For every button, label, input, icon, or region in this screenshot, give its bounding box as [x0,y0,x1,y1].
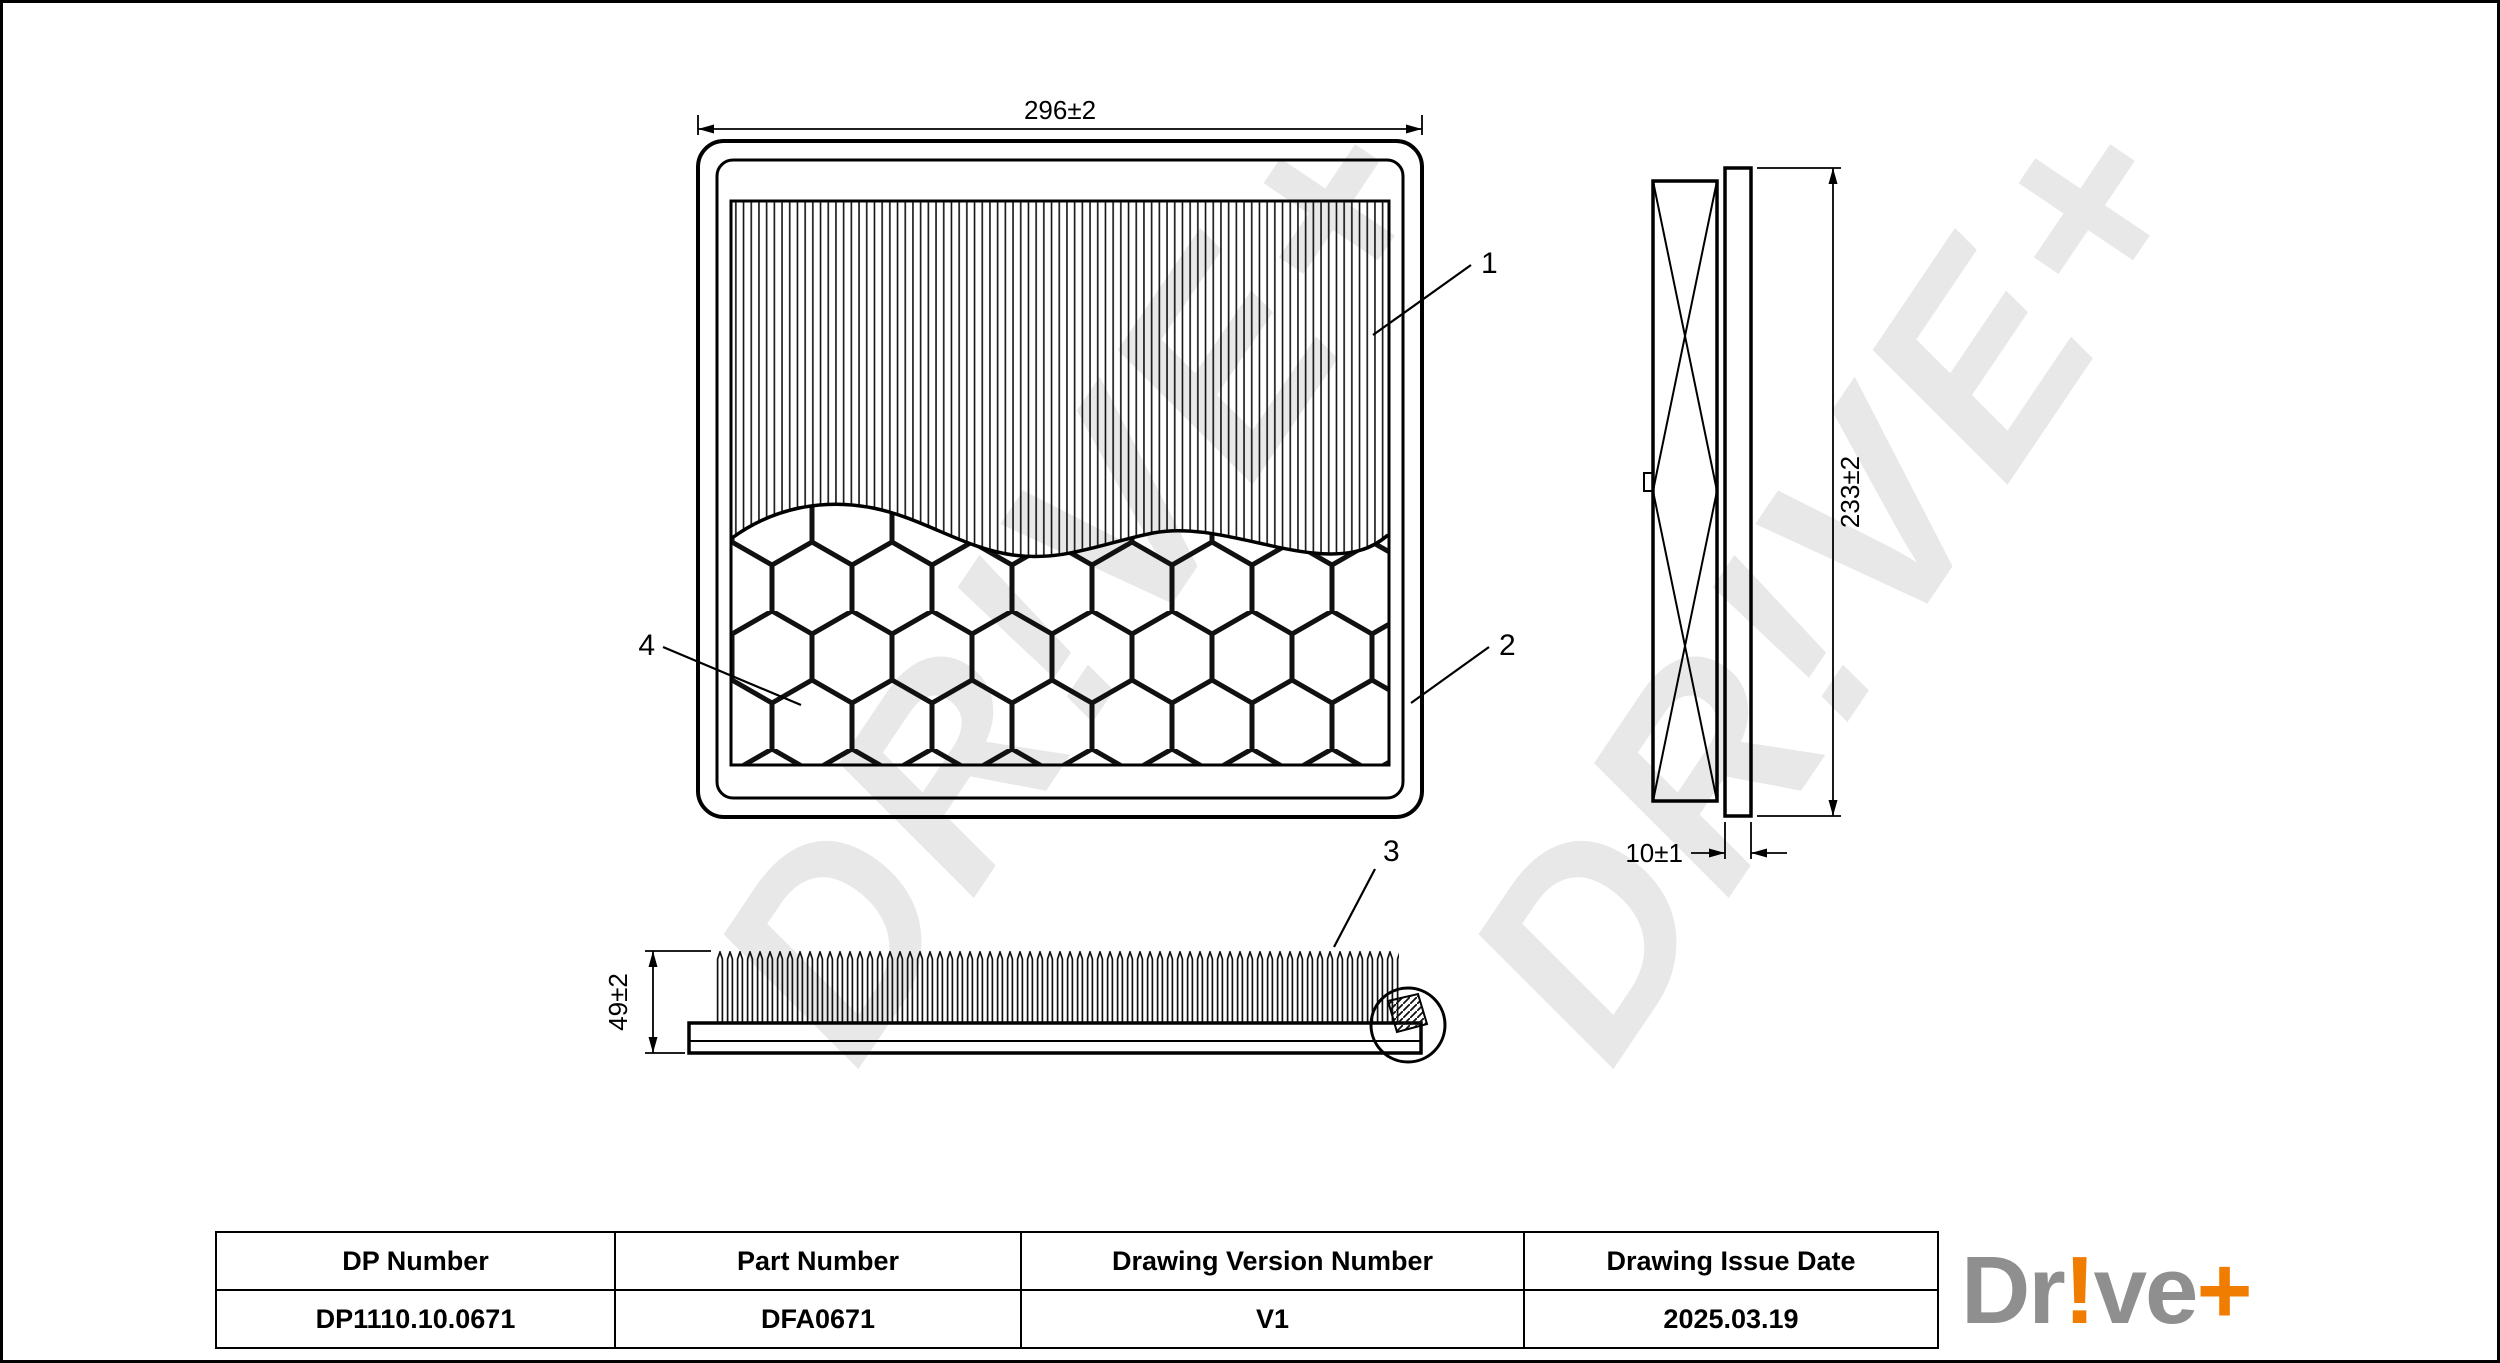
drawing-version-header: Drawing Version Number [1020,1231,1525,1291]
dimension-width-296: 296±2 [697,95,1423,135]
logo-plus: + [2196,1237,2252,1344]
logo-dr: Dr [1961,1237,2066,1344]
table-value-row: DP1110.10.0671 DFA0671 V1 2025.03.19 [215,1289,1939,1349]
dimension-height-233: 233±2 [1757,167,1865,817]
brand-logo: Dr!ve+ [1961,1240,2253,1342]
dim-label-thickness: 10±1 [1625,838,1683,868]
part-number-value: DFA0671 [614,1289,1022,1349]
logo-ve: ve [2093,1237,2199,1344]
filter-media-boundary [729,199,1391,767]
drawing-version-value: V1 [1020,1289,1525,1349]
leader-line-1 [1372,264,1472,336]
leader-line-3 [1333,868,1376,948]
pleat-tips [715,951,1399,1023]
dim-label-height-49: 49±2 [603,973,633,1031]
bottom-view [687,951,1447,1064]
dp-number-header: DP Number [215,1231,616,1291]
dimension-height-49: 49±2 [603,950,711,1054]
arrowhead [1751,848,1767,858]
detail-circle [1369,986,1447,1064]
arrowhead [648,951,658,967]
title-block-table: DP Number Part Number Drawing Version Nu… [215,1231,1939,1349]
side-view [1643,166,1753,818]
arrowhead [698,124,714,134]
side-seal-plate [1723,166,1753,818]
base-frame [687,1021,1423,1055]
dimension-thickness-10: 10±1 [1625,822,1787,868]
front-view [696,139,1424,819]
callout-3: 3 [1383,835,1400,868]
arrowhead [1828,168,1838,184]
side-bracing [1652,180,1718,802]
leader-line-4 [662,645,802,707]
drawing-issue-date-value: 2025.03.19 [1523,1289,1939,1349]
table-header-row: DP Number Part Number Drawing Version Nu… [215,1231,1939,1291]
side-body [1651,179,1719,803]
dim-label-width: 296±2 [1024,95,1096,125]
arrowhead [1406,124,1422,134]
dp-number-value: DP1110.10.0671 [215,1289,616,1349]
callout-4: 4 [638,629,655,662]
callout-2: 2 [1499,629,1516,662]
side-tab [1643,472,1654,492]
bottom-view-callout: 3 [1333,835,1400,948]
arrowhead [648,1037,658,1053]
dim-label-height: 233±2 [1835,456,1865,528]
technical-drawing: 296±2 1 2 4 233±2 [603,95,1865,1064]
pleated-media [732,202,1388,557]
filter-inner-frame [715,158,1405,800]
logo-exclamation: ! [2063,1237,2096,1344]
callout-1: 1 [1481,247,1498,280]
drawing-issue-date-header: Drawing Issue Date [1523,1231,1939,1291]
end-seal-hatch [1386,992,1429,1034]
arrowhead [1828,800,1838,816]
arrowhead [1709,848,1725,858]
front-view-callouts: 1 2 4 [638,247,1516,707]
break-line [730,502,1390,559]
part-number-header: Part Number [614,1231,1022,1291]
leader-line-2 [1410,646,1490,704]
filter-outer-frame [696,139,1424,819]
